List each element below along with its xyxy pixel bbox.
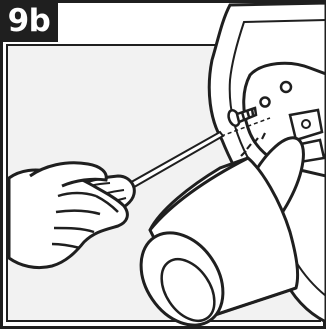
bracket-hole-mid (301, 119, 311, 129)
finger-lines (51, 191, 119, 250)
bracket-slot (288, 108, 324, 142)
thumb (29, 161, 108, 188)
screw (227, 106, 258, 127)
cylinder-end-inner (160, 257, 216, 323)
step-number-badge: 9b (0, 0, 58, 42)
bracket-hole-left (259, 96, 271, 108)
cylinder-outline-top (148, 156, 249, 231)
bracket-hole-top (279, 80, 293, 94)
